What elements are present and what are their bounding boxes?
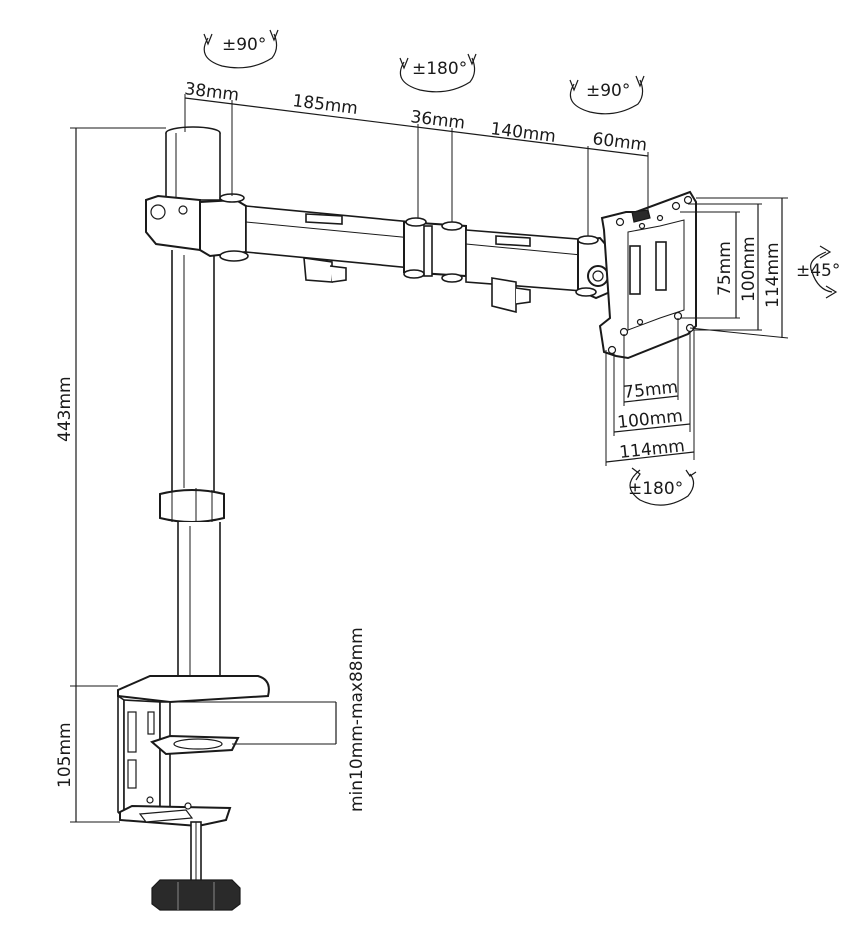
dimension-lines (70, 94, 789, 823)
dim-vesa-h-75: 75mm (622, 377, 679, 403)
dim-desk-thickness: min10mm-max88mm (347, 627, 367, 812)
vesa-plate (598, 190, 697, 360)
arm-assembly (145, 193, 614, 314)
rotation-vesa-bottom: ±180° (628, 479, 683, 499)
rotation-arm-joint: ±180° (412, 59, 467, 79)
dim-first-arm: 185mm (291, 91, 359, 119)
rotation-pole-top: ±90° (222, 35, 266, 55)
dim-clamp-height: 105mm (55, 722, 75, 788)
rotation-arrows (203, 29, 838, 506)
dim-pole-height: 443mm (55, 376, 75, 442)
rotation-head-tilt: ±90° (586, 81, 630, 101)
rotation-vesa-side: ±45° (796, 261, 840, 281)
dim-head: 60mm (591, 129, 648, 156)
dim-second-arm: 140mm (489, 119, 557, 147)
dim-pole-offset: 38mm (183, 79, 240, 106)
dim-vesa-v-75: 75mm (715, 241, 735, 296)
desk-clamp (117, 675, 270, 911)
dim-vesa-v-114: 114mm (763, 242, 783, 308)
dim-vesa-h-114: 114mm (618, 436, 685, 463)
dim-vesa-h-100: 100mm (616, 406, 683, 433)
dim-vesa-v-100: 100mm (739, 236, 759, 302)
